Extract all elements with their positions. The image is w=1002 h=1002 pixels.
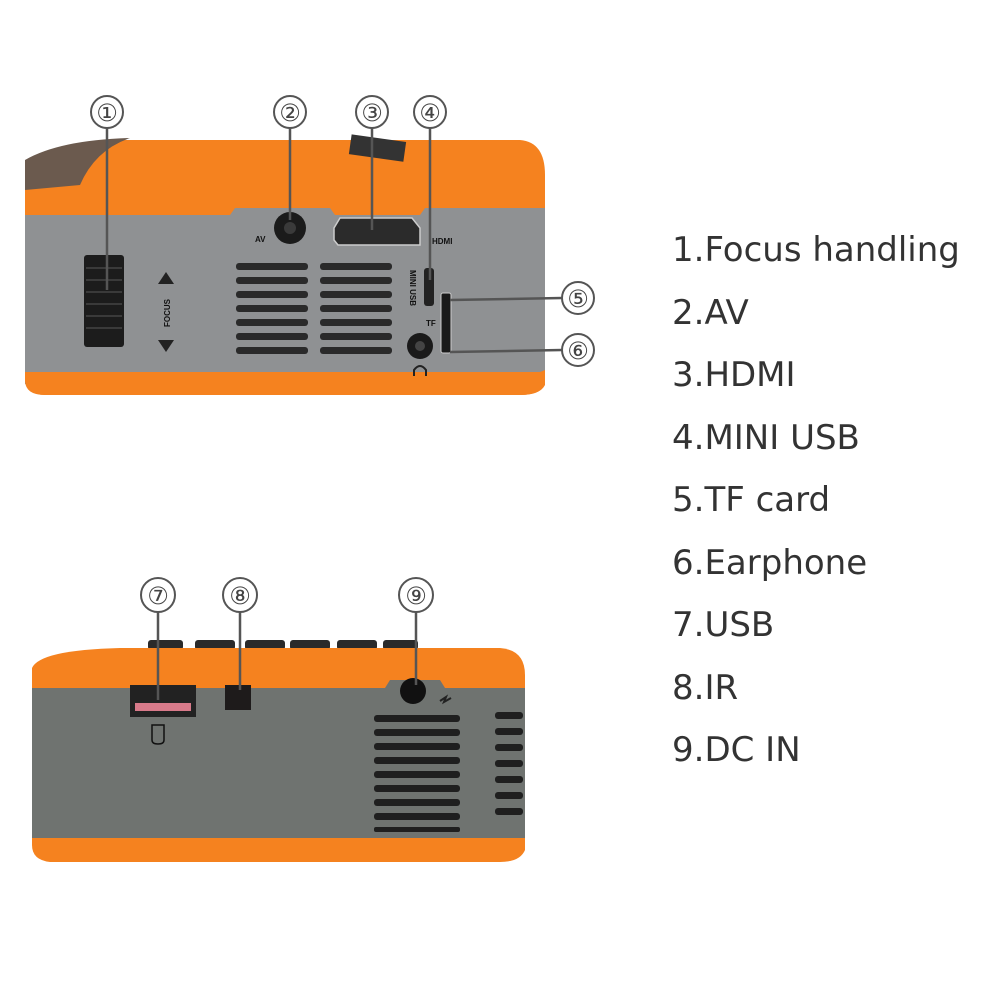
dc-in-port	[400, 678, 426, 704]
vent-grille	[236, 263, 392, 354]
bottom-callouts: ⑦ ⑧ ⑨	[140, 577, 434, 700]
tf-label: TF	[426, 319, 436, 328]
legend-item: 8.IR	[672, 667, 739, 708]
rear-vent-grille	[374, 712, 523, 832]
focus-label: FOCUS	[163, 298, 172, 327]
legend-item: 5.TF card	[672, 480, 831, 520]
focus-wheel	[84, 255, 124, 347]
callout-1: ①	[96, 99, 118, 127]
hdmi-port	[333, 217, 421, 246]
top-callouts: ① ② ③ ④ ⑤ ⑥	[90, 95, 595, 367]
usb-port	[130, 685, 196, 717]
ir-receiver	[225, 685, 251, 710]
usb-drive-icon	[151, 724, 165, 745]
headphone-icon	[413, 365, 427, 376]
lightning-icon	[439, 694, 452, 705]
port-legend: 1.Focus handling 2.AV 3.HDMI 4.MINI USB …	[672, 228, 960, 791]
callout-2: ②	[279, 99, 301, 127]
callout-6: ⑥	[567, 337, 589, 365]
mini-usb-port	[424, 268, 434, 306]
legend-item: 2.AV	[672, 292, 749, 333]
mini-usb-label: MINI USB	[408, 270, 417, 306]
av-label: AV	[255, 235, 266, 244]
callout-7: ⑦	[147, 582, 169, 610]
callout-5: ⑤	[567, 285, 589, 313]
callout-9: ⑨	[405, 582, 427, 610]
focus-up-arrow-icon	[158, 272, 174, 284]
legend-item: 9.DC IN	[672, 730, 801, 770]
callout-3: ③	[361, 99, 383, 127]
callout-4: ④	[419, 99, 441, 127]
legend-item: 7.USB	[672, 605, 775, 645]
legend-item: 6.Earphone	[672, 542, 868, 583]
callout-8: ⑧	[229, 582, 251, 610]
legend-item: 1.Focus handling	[672, 230, 960, 270]
focus-down-arrow-icon	[158, 340, 174, 352]
legend-item: 3.HDMI	[672, 355, 796, 395]
projector-back-view	[32, 640, 525, 862]
legend-item: 4.MINI USB	[672, 417, 860, 458]
hdmi-label: HDMI	[432, 237, 452, 246]
tf-slot	[440, 292, 452, 354]
projector-side-view: FOCUS AV HDMI MINI USB TF	[25, 134, 545, 395]
